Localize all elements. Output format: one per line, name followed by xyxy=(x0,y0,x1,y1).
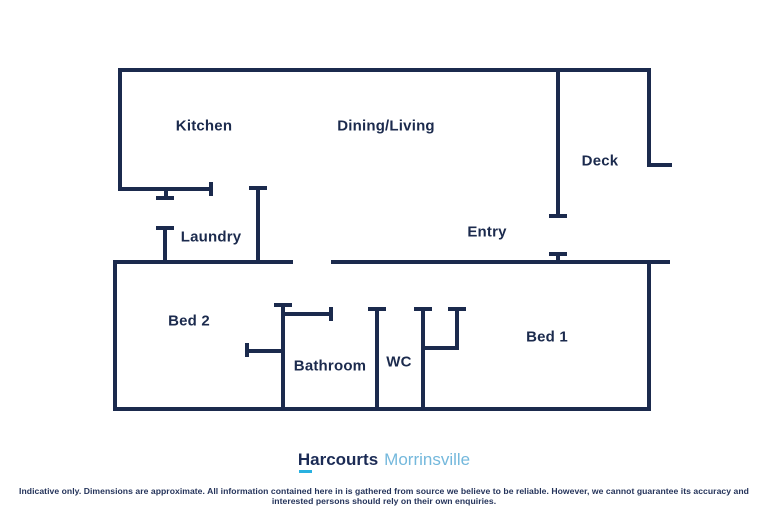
room-label-bed2: Bed 2 xyxy=(168,312,210,330)
room-label-kitchen: Kitchen xyxy=(175,117,233,135)
top-wall xyxy=(118,68,651,72)
right-wall-lower xyxy=(647,260,651,411)
entry-door-cap xyxy=(549,252,567,256)
room-label-deck: Deck xyxy=(581,152,619,170)
lower-top-wall-right xyxy=(331,260,670,264)
room-label-bathroom: Bathroom xyxy=(293,357,367,375)
entry-door-stem xyxy=(556,255,560,261)
bed2-robe-endcap xyxy=(245,343,249,357)
deck-stub-wall xyxy=(647,163,672,167)
left-wall-lower xyxy=(113,260,117,411)
deck-divider-cap xyxy=(549,214,567,218)
bed1-robe-door-cap xyxy=(448,307,466,311)
kitchen-door-stem xyxy=(164,191,168,197)
brand-lockup: Harcourts Morrinsville xyxy=(0,449,768,473)
room-label-entry: Entry xyxy=(467,223,507,241)
deck-divider-wall xyxy=(556,68,560,215)
bottom-wall xyxy=(113,407,651,411)
brand-name: Harcourts xyxy=(297,449,379,473)
bathroom-door-cap xyxy=(274,303,292,307)
bathroom-left-wall xyxy=(281,306,285,409)
wc-left-wall xyxy=(375,310,379,409)
bed1-robe-right-wall xyxy=(455,310,459,350)
kitchen-wall-endcap xyxy=(209,182,213,196)
brand-name-text: Harcourts xyxy=(297,450,379,469)
wc-right-door-cap xyxy=(414,307,432,311)
lower-top-wall-left xyxy=(113,260,293,264)
left-wall-upper xyxy=(118,68,122,191)
bed2-robe-wall xyxy=(247,349,283,353)
room-label-dining-living: Dining/Living xyxy=(337,117,435,135)
hall-wall-cap xyxy=(249,186,267,190)
laundry-door-cap xyxy=(156,226,174,230)
disclaimer-text: Indicative only. Dimensions are approxim… xyxy=(19,486,749,506)
wc-left-door-cap xyxy=(368,307,386,311)
room-label-bed1: Bed 1 xyxy=(526,328,568,346)
bathroom-top-endcap xyxy=(329,307,333,321)
laundry-left-wall xyxy=(163,229,167,263)
kitchen-bottom-wall xyxy=(118,187,213,191)
hall-wall xyxy=(256,189,260,263)
brand-office-name: Morrinsville xyxy=(384,450,471,469)
bathroom-top-wall xyxy=(281,312,333,316)
wc-right-wall xyxy=(421,310,425,409)
right-wall-upper xyxy=(647,68,651,167)
room-label-wc: WC xyxy=(386,353,412,371)
bed1-robe-bottom-wall xyxy=(421,346,459,350)
brand-underline-accent xyxy=(298,470,312,473)
kitchen-door-cap xyxy=(156,196,174,200)
room-label-laundry: Laundry xyxy=(180,228,242,246)
